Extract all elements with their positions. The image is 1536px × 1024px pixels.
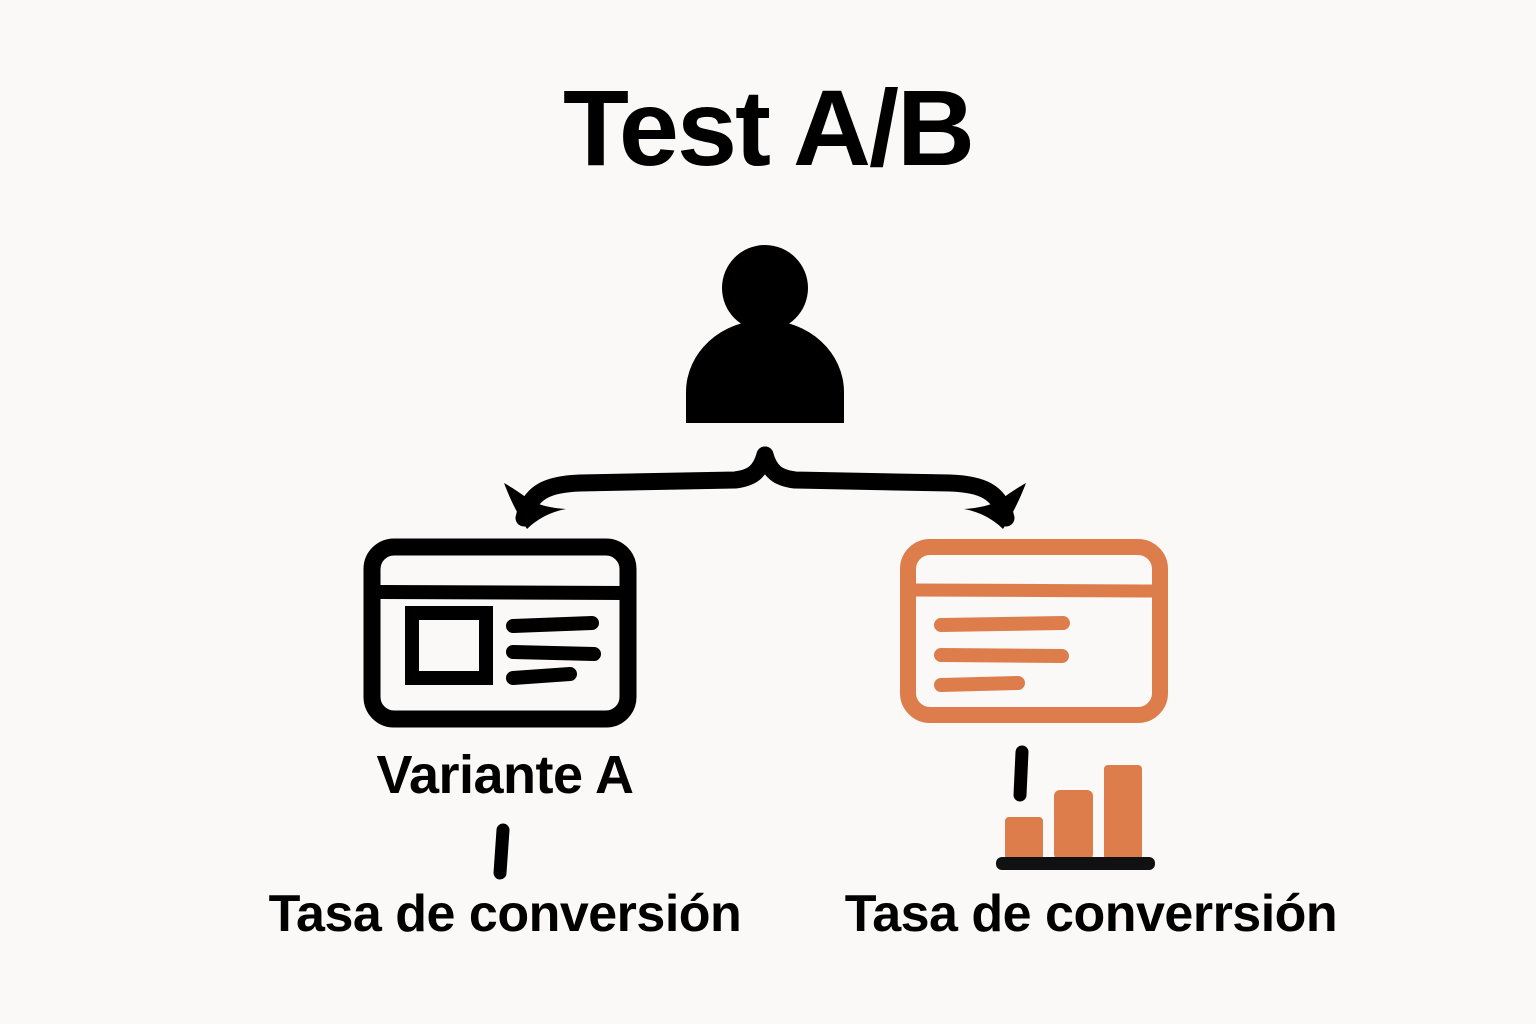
card-b-text-line-2	[934, 648, 1069, 663]
user-head-icon	[722, 245, 808, 331]
user-body-icon	[686, 320, 844, 423]
chart-bar-1	[1005, 817, 1043, 860]
card-b-text-lines	[934, 616, 1070, 692]
chart-bar-2	[1054, 790, 1093, 860]
arrow-down-right-icon	[964, 483, 1026, 529]
card-b-frame	[900, 539, 1168, 723]
variant-a-card-icon	[363, 538, 637, 728]
card-a-text-lines	[506, 616, 601, 685]
user-person-icon	[686, 245, 844, 423]
variant-a-connector-tick-icon	[493, 823, 510, 880]
card-b-titlebar-divider	[905, 583, 1164, 598]
conversion-bar-chart	[996, 765, 1155, 870]
card-b-text-line-3	[934, 676, 1025, 692]
brace-right-path	[756, 446, 1015, 527]
card-a-image-placeholder	[405, 606, 493, 685]
variant-b-connector-tick-icon	[1013, 745, 1029, 802]
split-arrow-icon	[515, 446, 1015, 527]
variant-b-card-icon	[900, 539, 1168, 723]
variant-a-label: Variante A	[376, 745, 634, 805]
arrow-down-left-icon	[504, 483, 566, 529]
card-a-text-line-1	[506, 616, 599, 633]
card-a-titlebar-divider	[368, 585, 633, 600]
page-title: Test A/B	[562, 67, 975, 188]
brace-left-path	[515, 446, 774, 527]
card-a-text-line-2	[506, 645, 601, 661]
variant-a-metric-label: Tasa de conversión	[268, 885, 742, 943]
chart-baseline-axis	[996, 857, 1155, 870]
card-a-frame	[363, 538, 637, 728]
card-a-text-line-3	[506, 667, 577, 685]
card-b-text-line-1	[934, 616, 1070, 632]
variant-b-metric-label: Tasa de converrsión	[844, 885, 1338, 943]
chart-bar-3	[1104, 765, 1142, 860]
